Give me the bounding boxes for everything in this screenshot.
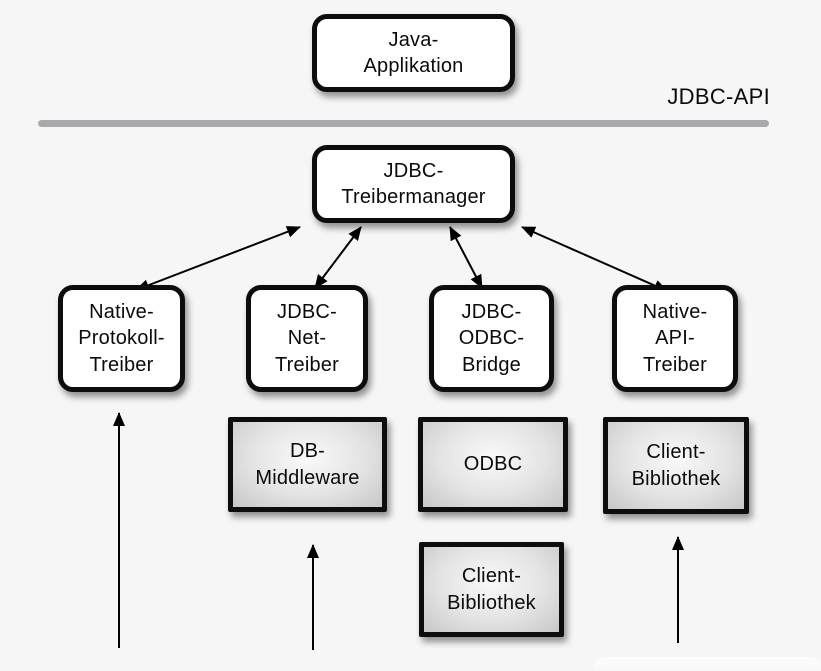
bidirectional-arrow-native_protokoll: [135, 226, 301, 291]
node-client-bibliothek-right: Client- Bibliothek: [603, 417, 749, 514]
node-jdbc-net-treiber: JDBC- Net- Treiber: [246, 285, 368, 392]
bidirectional-arrow-jdbc_net: [314, 226, 362, 289]
bidirectional-arrow-jdbc_odbc: [449, 226, 483, 289]
jdbc-api-label: JDBC-API: [667, 84, 770, 109]
jdbc-api-divider-line: [38, 120, 769, 127]
node-native-protokoll-treiber: Native- Protokoll- Treiber: [58, 285, 185, 392]
node-java-applikation: Java- Applikation: [312, 14, 515, 92]
bidirectional-arrow-native_api: [521, 226, 668, 292]
node-jdbc-odbc-bridge: JDBC- ODBC- Bridge: [429, 285, 554, 392]
node-client-bibliothek-lower: Client- Bibliothek: [419, 542, 564, 637]
cropped-box-edge: [595, 657, 821, 671]
node-native-api-treiber: Native- API- Treiber: [612, 285, 738, 392]
node-odbc: ODBC: [418, 417, 568, 512]
node-jdbc-treibermanager: JDBC- Treibermanager: [312, 145, 515, 223]
node-db-middleware: DB- Middleware: [228, 417, 387, 512]
